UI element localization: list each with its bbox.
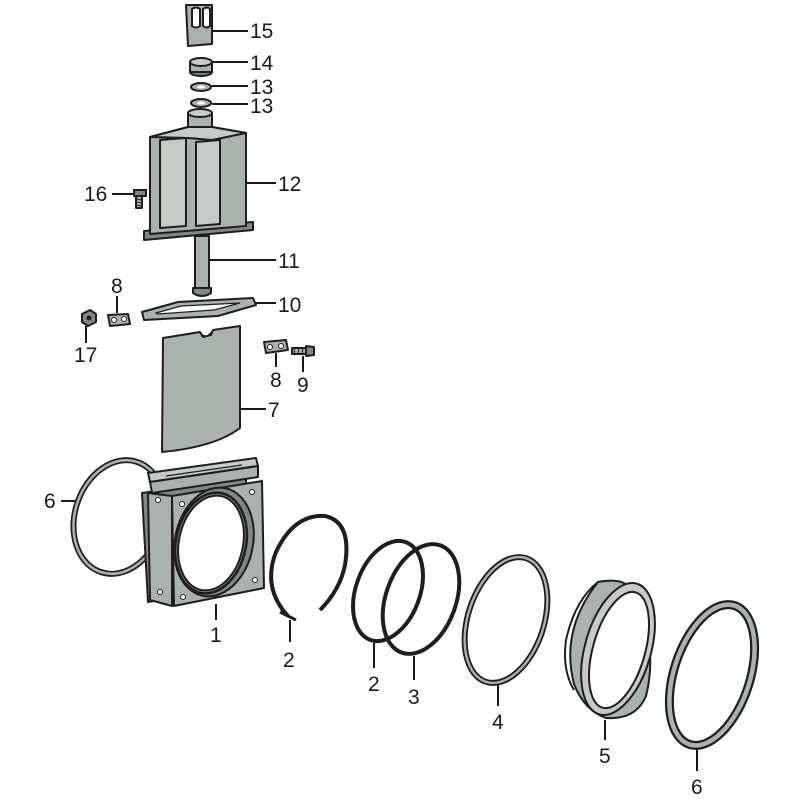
label-4: 4 [492, 711, 504, 734]
part-8-clamp-left [107, 313, 131, 327]
label-6-left: 6 [44, 490, 56, 513]
part-13-washer-lower [190, 98, 212, 108]
part-12-housing [143, 108, 254, 241]
label-13-upper: 13 [250, 76, 273, 99]
label-11: 11 [278, 250, 300, 273]
label-9: 9 [297, 374, 309, 397]
part-16-screw [133, 189, 147, 209]
label-13-lower: 13 [250, 95, 273, 118]
part-7-gate-plate [161, 325, 241, 453]
part-2-split-ring [269, 513, 349, 622]
label-16: 16 [84, 183, 107, 206]
part-8-clamp-right [263, 339, 289, 354]
part-1-valve-body [141, 457, 265, 607]
part-9-bolt [291, 345, 315, 357]
label-2-split-ring: 2 [283, 649, 295, 672]
part-2-ring [351, 538, 425, 644]
part-6-ring-right [664, 600, 760, 750]
label-1: 1 [210, 624, 222, 647]
label-3: 3 [408, 686, 420, 709]
part-14-bushing [189, 57, 213, 77]
part-5-sleeve [564, 579, 656, 720]
part-17-nut [81, 309, 97, 327]
label-2-ring: 2 [368, 673, 380, 696]
part-13-washer-upper [190, 82, 212, 92]
part-4-ring [461, 554, 551, 686]
label-10: 10 [278, 294, 301, 317]
label-8-left: 8 [111, 275, 123, 298]
part-10-gasket [141, 297, 257, 321]
label-7: 7 [268, 399, 280, 422]
label-14: 14 [250, 52, 274, 75]
part-15-clevis [185, 4, 213, 47]
part-11-stem [192, 235, 212, 297]
label-17: 17 [74, 344, 97, 367]
label-5: 5 [599, 745, 611, 768]
label-8-right: 8 [270, 369, 282, 392]
label-6-right: 6 [691, 776, 703, 799]
label-12: 12 [278, 173, 301, 196]
part-3-ring [380, 542, 462, 656]
label-15: 15 [250, 20, 273, 43]
